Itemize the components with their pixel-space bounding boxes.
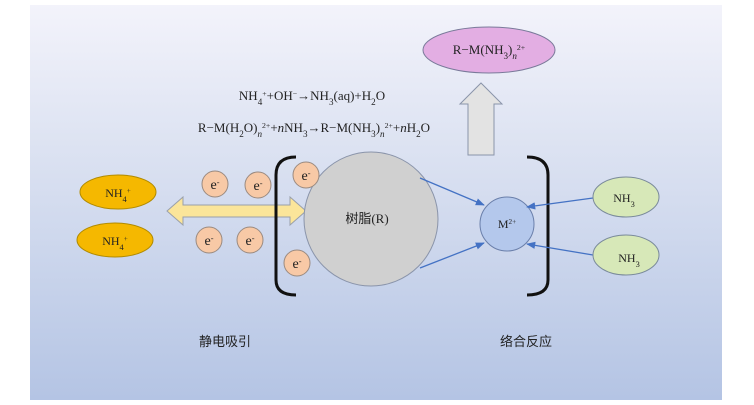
connector-resin-bottom <box>419 242 485 269</box>
svg-text:NH4+: NH4+ <box>105 186 131 204</box>
product-complex: R−M(NH3)n2+ <box>422 26 556 74</box>
right-bracket <box>526 155 550 297</box>
electron: e- <box>195 226 223 254</box>
electron-label: e- <box>210 178 219 194</box>
electron-label: e- <box>301 169 310 185</box>
caption-complexation-reaction: 络合反应 <box>500 334 552 349</box>
metal-ion-label: M2+ <box>498 217 516 231</box>
connector-resin-top <box>419 177 485 206</box>
up-arrow <box>458 82 504 156</box>
svg-text:NH3: NH3 <box>613 191 635 209</box>
equation-ammonium-hydroxide: NH4++OH−→NH3(aq)+H2O <box>239 88 385 107</box>
electron: e- <box>236 226 264 254</box>
resin-label: 树脂(R) <box>345 211 388 226</box>
electron: e- <box>201 170 229 198</box>
ammonia-molecule-1: NH3 <box>592 176 660 218</box>
caption-electrostatic-attraction: 静电吸引 <box>199 334 251 349</box>
electron: e- <box>244 171 272 199</box>
electron-label: e- <box>204 234 213 250</box>
electron-label: e- <box>245 234 254 250</box>
equation-ligand-exchange: R−M(H2O)n2++nNH3→R−M(NH3)n2++nH2O <box>198 120 430 139</box>
connector-ammonia-top <box>526 197 594 210</box>
svg-text:NH3: NH3 <box>618 251 640 269</box>
svg-text:NH4+: NH4+ <box>102 234 128 252</box>
resin-particle: 树脂(R) <box>303 151 439 287</box>
left-bracket <box>274 155 297 297</box>
connector-ammonia-bottom <box>526 241 594 256</box>
ammonia-molecule-2: NH3 <box>592 234 660 276</box>
ammonium-ion-1: NH4+ <box>79 174 157 210</box>
metal-ion: M2+ <box>479 196 535 252</box>
electron-label: e- <box>253 179 262 195</box>
electron-label: e- <box>292 257 301 273</box>
ammonium-ion-2: NH4+ <box>76 222 154 258</box>
electron: e- <box>283 249 311 277</box>
product-label: R−M(NH3)n2+ <box>453 42 526 61</box>
electron: e- <box>292 161 320 189</box>
